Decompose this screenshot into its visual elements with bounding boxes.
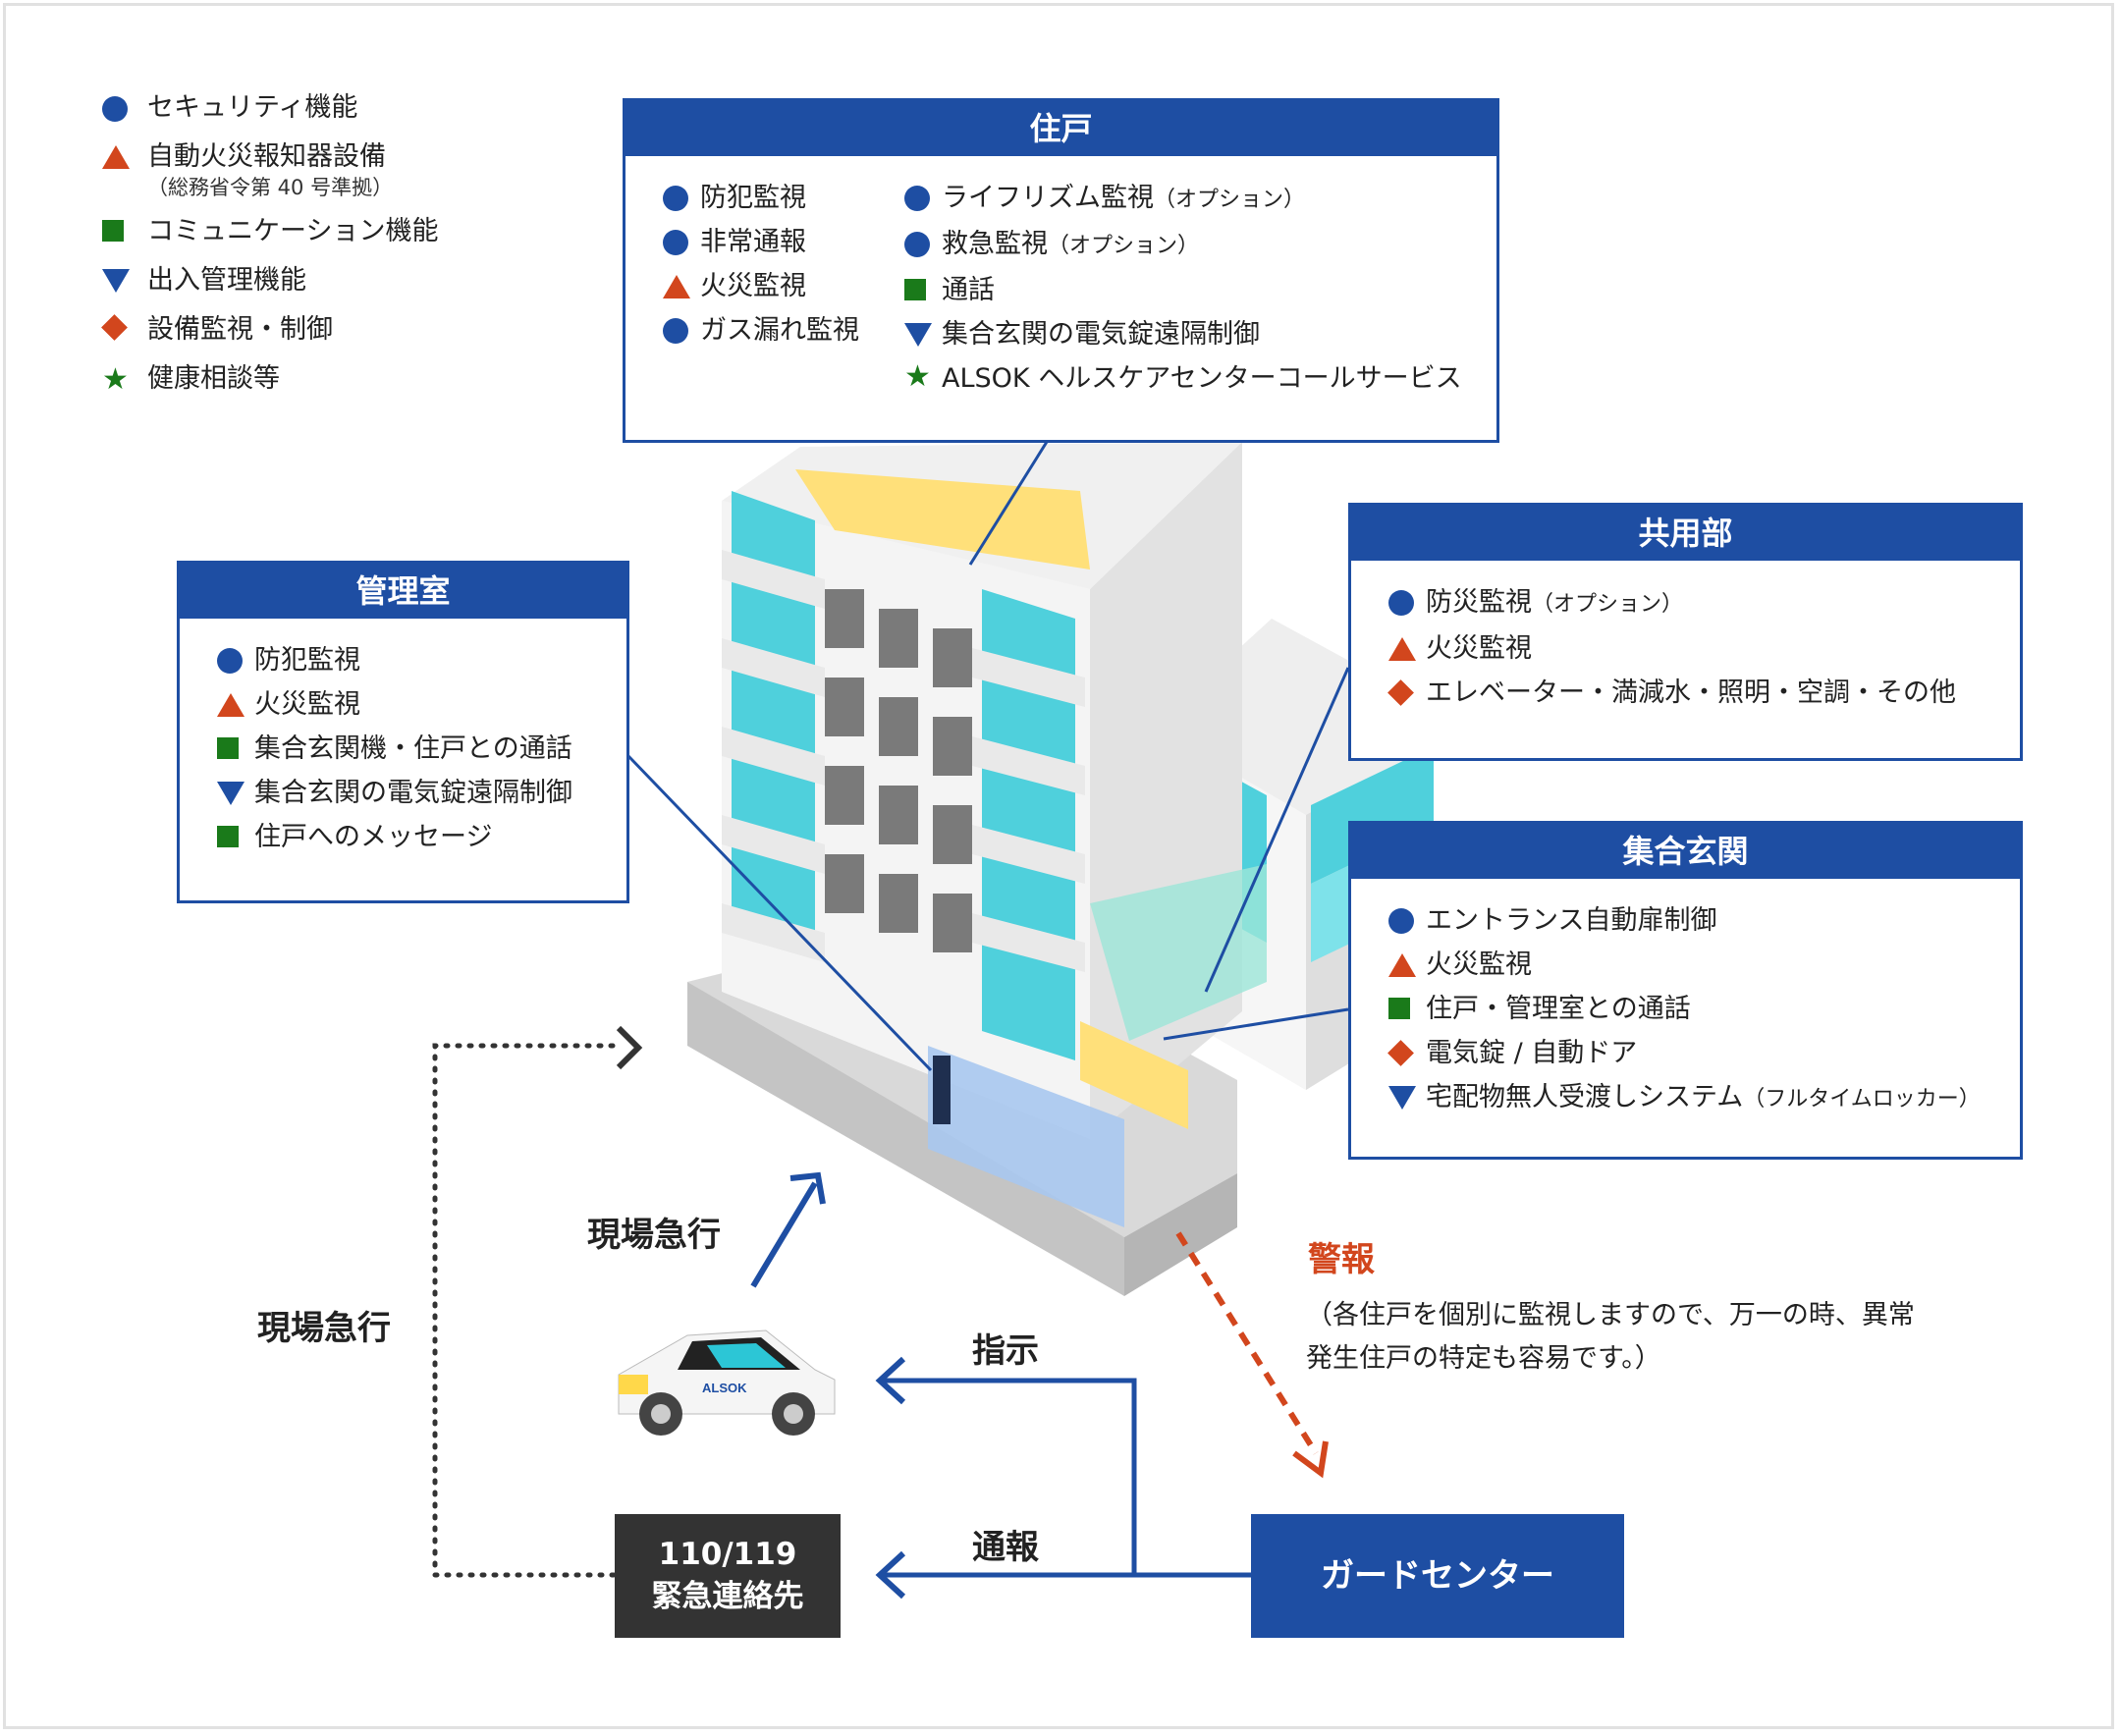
list-item: 救急監視（オプション） xyxy=(904,222,1462,268)
outer-frame xyxy=(3,3,2114,1729)
list-item: 火災監視 xyxy=(663,264,904,308)
triangle-down-icon xyxy=(102,269,130,293)
square-icon xyxy=(217,737,239,759)
list-item: 通話 xyxy=(904,268,1462,312)
triangle-up-icon xyxy=(217,693,245,717)
square-icon xyxy=(904,279,926,300)
circle-icon xyxy=(904,186,930,211)
circle-icon xyxy=(217,648,243,674)
star-icon: ★ xyxy=(904,359,931,394)
triangle-down-icon xyxy=(904,323,932,347)
label-rush-left: 現場急行 xyxy=(257,1309,391,1348)
box-management-office: 管理室 防犯監視 火災監視 集合玄関機・住戸との通話 集合玄関の電気錠遠隔制御 … xyxy=(177,561,629,903)
label-instruct: 指示 xyxy=(972,1331,1039,1371)
list-item: ガス漏れ監視 xyxy=(663,308,904,353)
legend-item-communication: コミュニケーション機能 xyxy=(98,214,438,249)
list-item: 防犯監視 xyxy=(217,638,603,682)
emergency-label: 緊急連絡先 xyxy=(651,1579,804,1614)
box-common-area: 共用部 防災監視（オプション） 火災監視 エレベーター・満減水・照明・空調・その… xyxy=(1348,503,2023,761)
box-title: 共用部 xyxy=(1351,506,2020,561)
emergency-contact-box: 110/119 緊急連絡先 xyxy=(615,1514,841,1638)
circle-icon xyxy=(663,230,688,255)
list-item: 宅配物無人受渡しシステム（フルタイムロッカー） xyxy=(1388,1075,1996,1121)
square-icon xyxy=(102,220,124,242)
list-item: 火災監視 xyxy=(217,682,603,727)
circle-icon xyxy=(1388,908,1414,934)
circle-icon xyxy=(1388,590,1414,616)
legend: セキュリティ機能 自動火災報知器設備（総務省令第 40 号準拠） コミュニケーシ… xyxy=(98,90,438,410)
circle-icon xyxy=(102,96,128,122)
list-item: 住戸へのメッセージ xyxy=(217,815,603,859)
security-car-icon: ALSOK xyxy=(618,1329,836,1436)
alarm-note: （各住戸を個別に監視しますので、万一の時、異常発生住戸の特定も容易です。） xyxy=(1306,1300,1915,1374)
list-item: 防犯監視 xyxy=(663,176,904,220)
triangle-up-icon xyxy=(1388,637,1416,661)
diamond-icon xyxy=(1387,679,1414,706)
emergency-number: 110/119 xyxy=(658,1537,797,1572)
triangle-up-icon xyxy=(1388,953,1416,977)
square-icon xyxy=(1388,998,1410,1019)
list-item: エレベーター・満減水・照明・空調・その他 xyxy=(1387,671,1996,715)
list-item: エントランス自動扉制御 xyxy=(1388,898,1996,943)
alarm-title: 警報 xyxy=(1308,1240,1375,1279)
list-item: 火災監視 xyxy=(1388,626,1996,671)
list-item: 火災監視 xyxy=(1388,943,1996,987)
diamond-icon xyxy=(101,314,128,341)
label-report: 通報 xyxy=(972,1528,1039,1567)
star-icon: ★ xyxy=(102,362,129,397)
box-title: 管理室 xyxy=(180,564,626,619)
legend-item-security: セキュリティ機能 xyxy=(98,90,438,126)
list-item: 防災監視（オプション） xyxy=(1388,580,1996,626)
legend-item-equipment: 設備監視・制御 xyxy=(98,312,438,348)
label-rush-car: 現場急行 xyxy=(587,1216,721,1255)
legend-item-health: ★健康相談等 xyxy=(102,362,280,397)
circle-icon xyxy=(663,318,688,344)
box-title: 住戸 xyxy=(625,101,1496,156)
triangle-up-icon xyxy=(663,275,690,298)
list-item: ★ALSOK ヘルスケアセンターコールサービス xyxy=(904,359,1462,395)
list-item: 集合玄関の電気錠遠隔制御 xyxy=(217,771,603,815)
list-item: 集合玄関機・住戸との通話 xyxy=(217,727,603,771)
circle-icon xyxy=(663,186,688,211)
guard-center-box: ガードセンター xyxy=(1251,1514,1624,1638)
legend-item-access: 出入管理機能 xyxy=(98,263,438,298)
list-item: 非常通報 xyxy=(663,220,904,264)
list-item: ライフリズム監視（オプション） xyxy=(904,176,1462,222)
triangle-up-icon xyxy=(102,145,130,169)
svg-text:ALSOK: ALSOK xyxy=(702,1381,747,1395)
square-icon xyxy=(217,826,239,847)
circle-icon xyxy=(904,232,930,257)
diamond-icon xyxy=(1387,1040,1414,1066)
box-residence: 住戸 防犯監視 非常通報 火災監視 ガス漏れ監視 ライフリズム監視（オプション）… xyxy=(623,98,1499,443)
list-item: 集合玄関の電気錠遠隔制御 xyxy=(904,312,1462,356)
list-item: 住戸・管理室との通話 xyxy=(1388,987,1996,1031)
triangle-down-icon xyxy=(1388,1086,1416,1110)
triangle-down-icon xyxy=(217,782,245,805)
box-title: 集合玄関 xyxy=(1351,824,2020,879)
list-item: 電気錠 / 自動ドア xyxy=(1387,1031,1996,1075)
box-entrance: 集合玄関 エントランス自動扉制御 火災監視 住戸・管理室との通話 電気錠 / 自… xyxy=(1348,821,2023,1160)
legend-item-fire-alarm: 自動火災報知器設備（総務省令第 40 号準拠） xyxy=(98,139,438,200)
